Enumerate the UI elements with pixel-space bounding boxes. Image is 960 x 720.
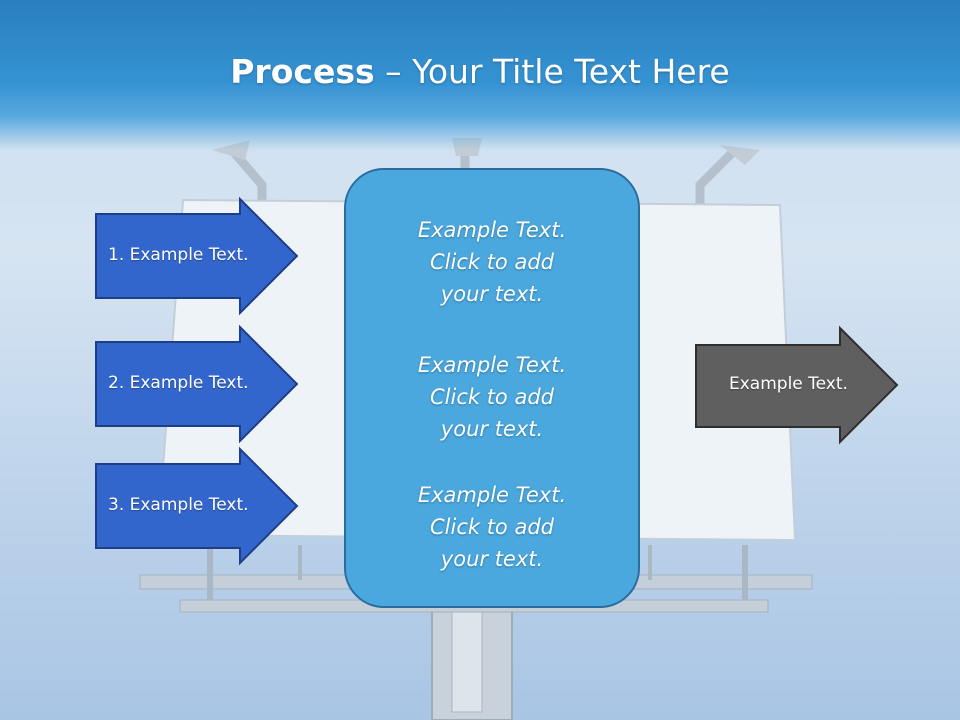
input-label-2: 2. Example Text. xyxy=(108,373,249,393)
title-bold: Process xyxy=(230,52,375,91)
output-label: Example Text. xyxy=(729,374,848,394)
output-arrow[interactable] xyxy=(695,325,899,445)
center-line: Example Text. xyxy=(417,218,567,242)
input-arrow-3[interactable] xyxy=(95,446,299,566)
input-label-3: 3. Example Text. xyxy=(108,495,249,515)
input-label-1: 1. Example Text. xyxy=(108,245,249,265)
center-line: Click to add xyxy=(429,250,554,274)
center-line: your text. xyxy=(440,547,544,571)
input-arrow-1[interactable] xyxy=(95,196,299,316)
center-process-box[interactable]: Example Text. Click to add your text. Ex… xyxy=(344,168,640,608)
center-text-block-3[interactable]: Example Text. Click to add your text. xyxy=(346,479,638,575)
center-line: Example Text. xyxy=(417,483,567,507)
center-line: Click to add xyxy=(429,385,554,409)
slide-title[interactable]: Process – Your Title Text Here xyxy=(0,52,960,91)
center-line: Example Text. xyxy=(417,353,567,377)
title-rest: – Your Title Text Here xyxy=(374,52,730,91)
center-line: your text. xyxy=(440,282,544,306)
center-text-block-1[interactable]: Example Text. Click to add your text. xyxy=(346,214,638,310)
center-line: Click to add xyxy=(429,515,554,539)
center-text-block-2[interactable]: Example Text. Click to add your text. xyxy=(346,349,638,445)
input-arrow-2[interactable] xyxy=(95,324,299,444)
title-bar xyxy=(0,0,960,150)
center-line: your text. xyxy=(440,417,544,441)
